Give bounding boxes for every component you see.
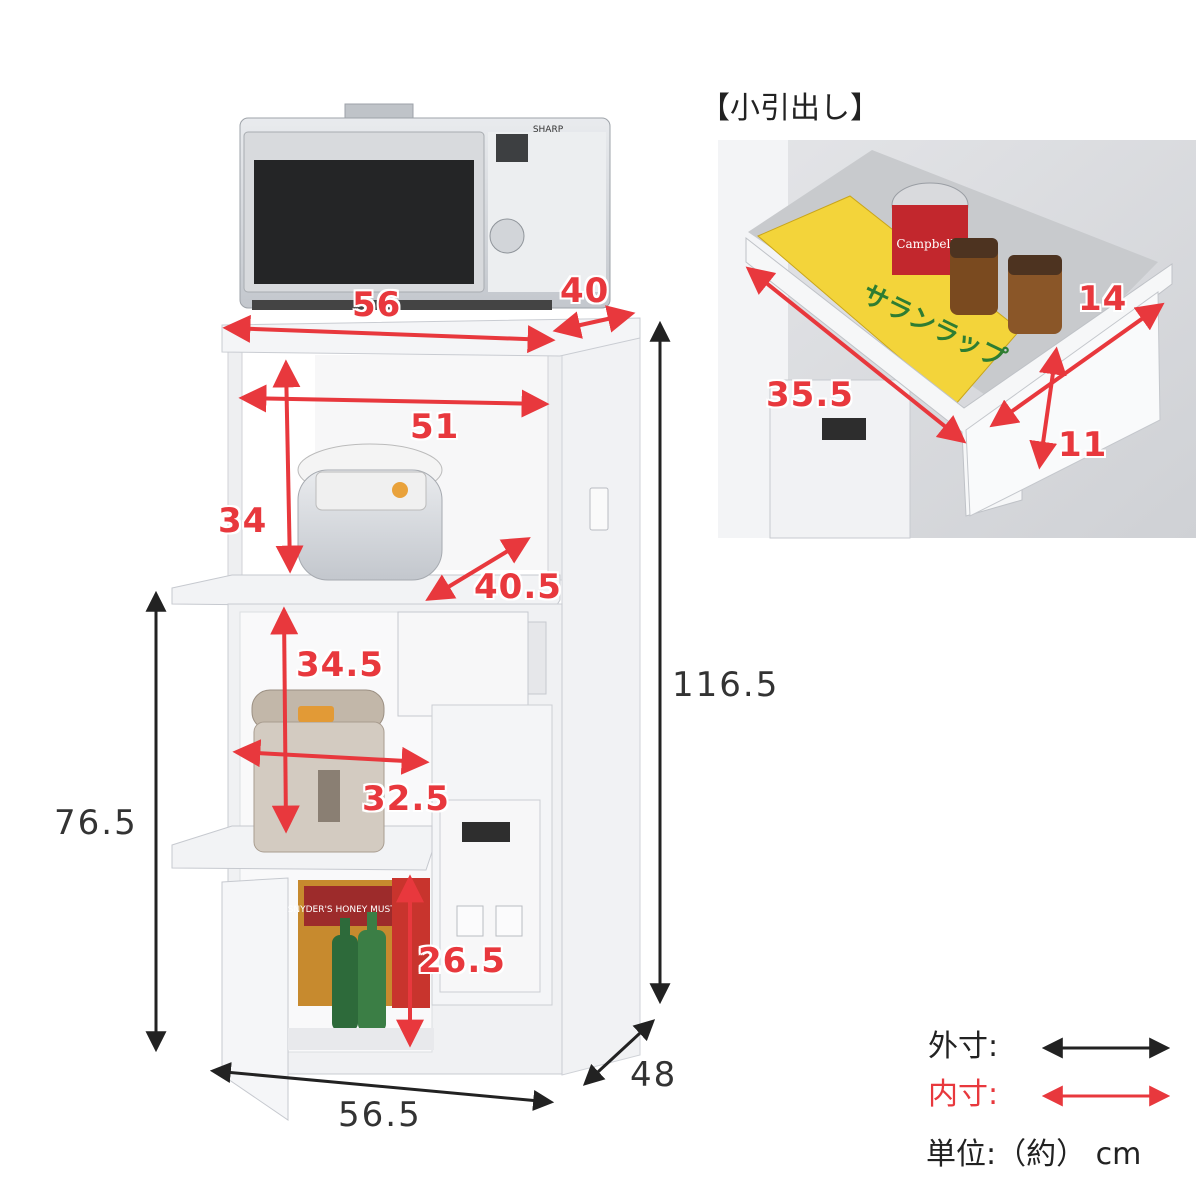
legend-inner-label: 内寸: [928, 1077, 999, 1112]
legend-unit-label: 単位:（約） cm [926, 1137, 1142, 1172]
small-drawer-side [527, 621, 547, 695]
arrow-drawer-width [745, 266, 967, 444]
label-base-depth: 48 [630, 1055, 678, 1095]
snack-box-label [304, 886, 398, 926]
lower-door [221, 877, 289, 1121]
arrow-base-depth [582, 1019, 656, 1086]
arrow-top-depth [552, 305, 636, 339]
arrow-slide-depth [425, 537, 531, 601]
label-drawer-width: 35.5 [766, 375, 854, 415]
label-mid-height: 34.5 [296, 645, 384, 685]
kitchen-rack: SNYDER'S HONEY MUSTARD [171, 317, 641, 1121]
cabinet-knob-right [495, 905, 523, 937]
arrow-shelf-height [272, 359, 304, 574]
outer-dimension-arrows [145, 320, 671, 1111]
label-shelf-width: 51 [410, 407, 460, 447]
microwave-window [254, 160, 474, 284]
label-bottom-height: 26.5 [418, 941, 506, 981]
rack-side-panel-upper [561, 319, 641, 1076]
microwave-dial [489, 218, 525, 254]
label-top-depth: 40 [560, 271, 610, 311]
arrow-base-width [209, 1062, 555, 1111]
label-drawer-depth: 14 [1078, 279, 1128, 319]
legend-outer-label: 外寸: [928, 1029, 999, 1064]
label-base-width: 56.5 [338, 1095, 422, 1135]
arrow-top-width [222, 314, 556, 354]
label-slide-depth: 40.5 [474, 567, 562, 607]
drawer-heading: 【小引出し】 [700, 91, 880, 126]
label-top-width: 56 [352, 285, 402, 325]
label-drawer-height: 11 [1058, 425, 1108, 465]
label-lower-height: 76.5 [54, 803, 138, 843]
label-mid-width: 32.5 [362, 779, 450, 819]
microwave-brand: SHARP [533, 125, 564, 135]
small-drawer-front [397, 611, 529, 717]
power-outlet [589, 487, 609, 531]
inset-drawer-handle [822, 418, 866, 440]
microwave-oven: SHARP [239, 103, 611, 310]
drawer-inset-photo: サランラップ Campbell's [718, 140, 1196, 539]
arrow-drawer-depth [989, 302, 1165, 428]
spice-jar-2-lid [1008, 255, 1062, 275]
inner-dimension-arrows [222, 266, 1165, 1048]
rack-post-left [227, 344, 243, 581]
electric-pot [251, 689, 385, 853]
cabinet-knob-left [456, 905, 484, 937]
drawer-handle [462, 822, 510, 842]
label-shelf-height: 34 [218, 501, 268, 541]
microwave-feet [252, 300, 552, 310]
arrow-mid-height [270, 606, 300, 834]
can-label: Campbell's [896, 237, 963, 251]
microwave-vent [344, 103, 414, 119]
cabinet-floor [288, 1028, 434, 1050]
arrow-mid-width [232, 739, 430, 775]
label-total-height: 116.5 [672, 665, 780, 705]
rice-cooker [297, 443, 443, 581]
microwave-display [496, 134, 528, 162]
spice-jar-1-lid [950, 238, 998, 258]
bottles [332, 912, 386, 1032]
snack-box-text: SNYDER'S HONEY MUSTARD [288, 905, 415, 915]
arrow-drawer-height [1029, 346, 1067, 470]
rack-post-right [547, 344, 563, 581]
